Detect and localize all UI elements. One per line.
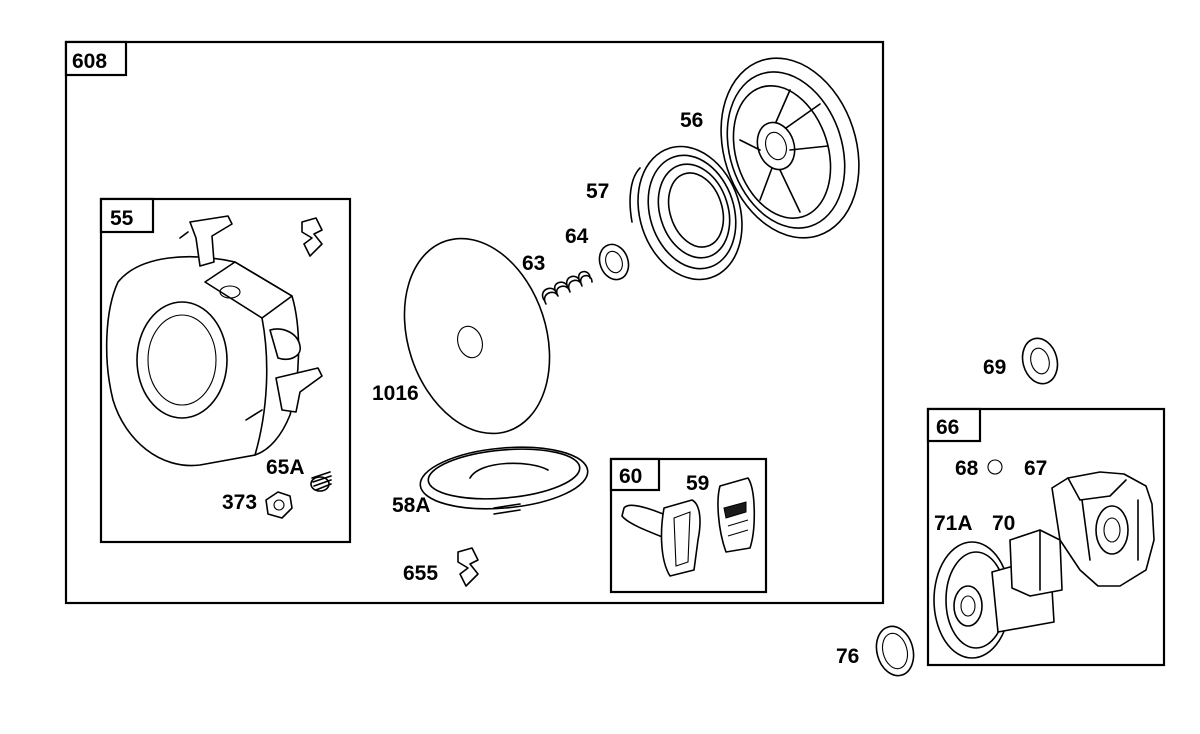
label-373: 373	[222, 491, 257, 514]
spring-63-drawing	[541, 270, 593, 305]
label-76: 76	[836, 645, 859, 668]
ball-68-drawing	[987, 459, 1003, 475]
screw-65A-drawing	[310, 471, 332, 492]
label-65A: 65A	[266, 456, 305, 479]
box-66: 66	[926, 407, 1166, 667]
label-64: 64	[565, 225, 589, 248]
label-69: 69	[983, 356, 1006, 379]
insert-59-drawing	[717, 477, 756, 553]
box-60-label: 60	[619, 465, 642, 488]
label-57: 57	[586, 180, 609, 203]
handle-drawing	[621, 499, 701, 577]
box-608: 608	[64, 40, 885, 605]
starter-housing-drawing	[105, 215, 323, 467]
nut-373-drawing	[265, 491, 293, 519]
label-59: 59	[686, 472, 709, 495]
box-66-label: 66	[936, 416, 959, 439]
label-67: 67	[1024, 457, 1047, 480]
label-70: 70	[992, 512, 1015, 535]
box-608-label: 608	[72, 50, 107, 73]
bushing-64-drawing	[598, 243, 630, 281]
label-56: 56	[680, 109, 703, 132]
pulley-56-drawing	[720, 57, 860, 239]
rope-58A-drawing	[419, 446, 589, 515]
box-55-label: 55	[110, 207, 134, 230]
clip-655-drawing	[457, 547, 479, 587]
box-55: 55	[99, 197, 352, 544]
label-655: 655	[403, 562, 438, 585]
recoil-spring-57-drawing	[629, 145, 743, 281]
plate-1016-drawing	[403, 237, 551, 435]
label-63: 63	[522, 252, 545, 275]
washer-76-drawing	[875, 625, 915, 677]
label-68: 68	[955, 457, 979, 480]
label-1016: 1016	[372, 382, 419, 405]
washer-69-drawing	[1021, 337, 1059, 385]
clutch-67-drawing	[1051, 471, 1155, 587]
clip-drawing	[301, 217, 323, 257]
shaft-70-drawing	[1009, 529, 1063, 597]
box-60: 60	[609, 457, 768, 594]
label-71A: 71A	[934, 512, 973, 535]
label-58A: 58A	[392, 494, 431, 517]
